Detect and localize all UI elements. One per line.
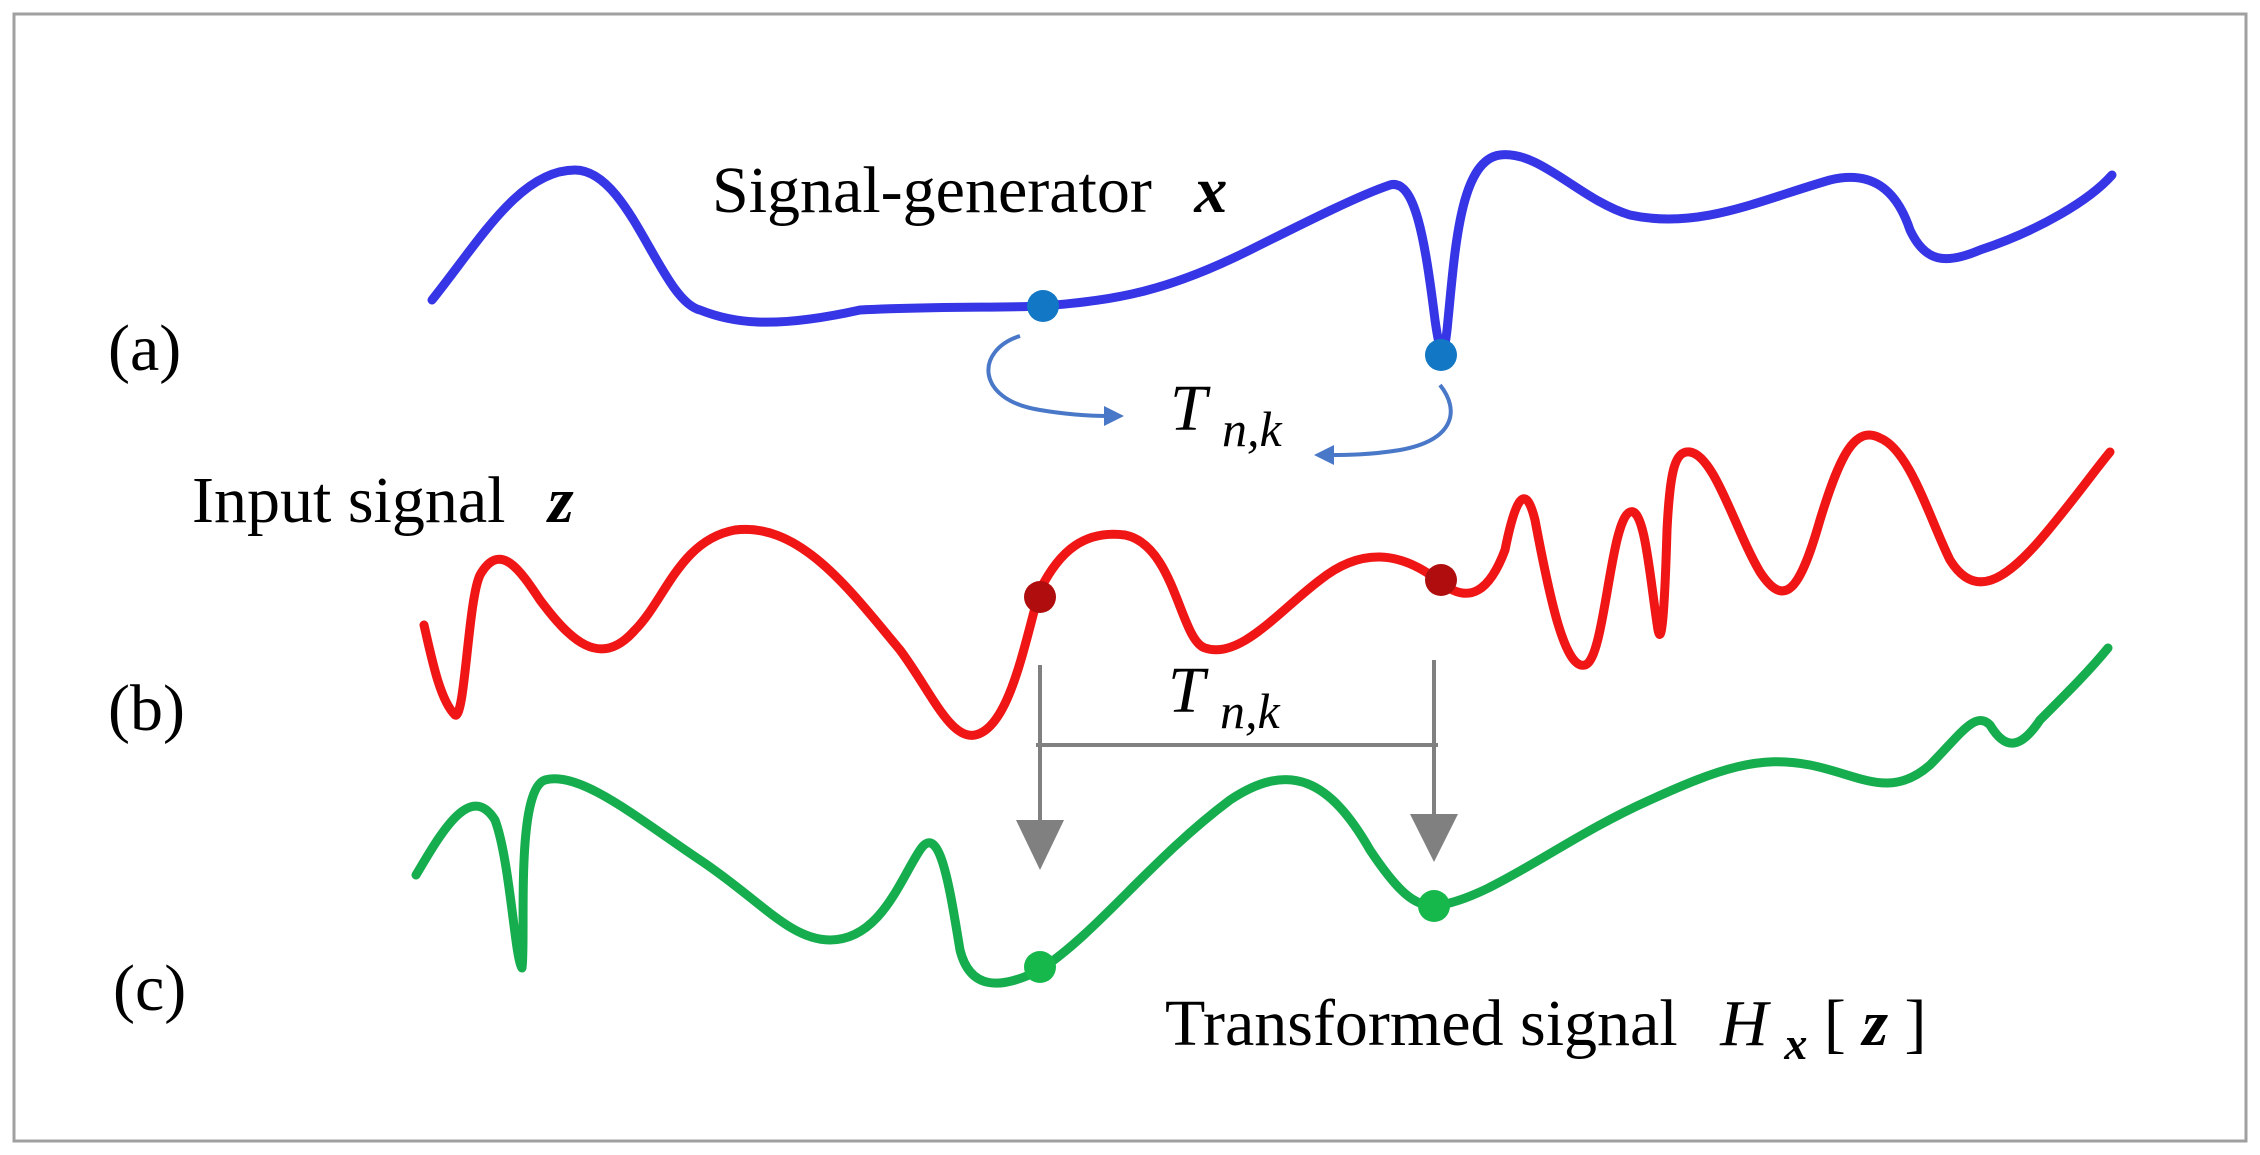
- operator-subscript-top: n,k: [1222, 401, 1283, 457]
- input-caption-symbol: z: [546, 464, 574, 537]
- panel-label-b: (b): [108, 672, 185, 745]
- curved-arrow-left: [986, 334, 1124, 426]
- down-arrow-right: [1410, 814, 1458, 862]
- transformed-caption-H: H: [1719, 987, 1771, 1060]
- operator-symbol-bracket: T: [1168, 654, 1209, 727]
- generator-marker-right: [1425, 339, 1457, 371]
- diagram-frame: [12, 12, 2248, 1143]
- operator-symbol-top: T: [1170, 372, 1211, 445]
- operator-label-bracket: T n,k: [1168, 654, 1281, 739]
- generator-signal-curve: [427, 150, 2117, 355]
- transformed-caption: Transformed signal H x [ z ]: [1165, 987, 1927, 1074]
- input-marker-right: [1425, 564, 1457, 596]
- operator-subscript-bracket: n,k: [1220, 683, 1281, 739]
- transformed-marker-right: [1418, 890, 1450, 922]
- transformed-caption-subscript: x: [1783, 1018, 1807, 1069]
- generator-marker-left: [1027, 290, 1059, 322]
- transformed-signal-curve: [411, 643, 2113, 988]
- transformed-caption-arg: z: [1860, 987, 1888, 1060]
- input-caption: Input signal z: [192, 464, 574, 537]
- operator-label-top: T n,k: [1170, 372, 1283, 457]
- generator-caption-symbol: x: [1193, 154, 1227, 227]
- curved-arrow-right: [1314, 383, 1453, 465]
- generator-caption-text: Signal-generator: [712, 154, 1152, 227]
- transformed-marker-left: [1024, 951, 1056, 983]
- transformed-caption-text: Transformed signal: [1165, 987, 1678, 1060]
- input-signal-curve: [419, 430, 2115, 740]
- panel-label-a: (a): [108, 312, 181, 385]
- input-caption-text: Input signal: [192, 464, 505, 537]
- transformed-caption-open-bracket: [: [1824, 987, 1846, 1060]
- transformed-caption-close-bracket: ]: [1905, 987, 1927, 1060]
- panel-label-c: (c): [113, 952, 186, 1025]
- generator-caption: Signal-generator x: [712, 154, 1227, 227]
- down-arrow-left: [1016, 820, 1064, 870]
- input-marker-left: [1024, 581, 1056, 613]
